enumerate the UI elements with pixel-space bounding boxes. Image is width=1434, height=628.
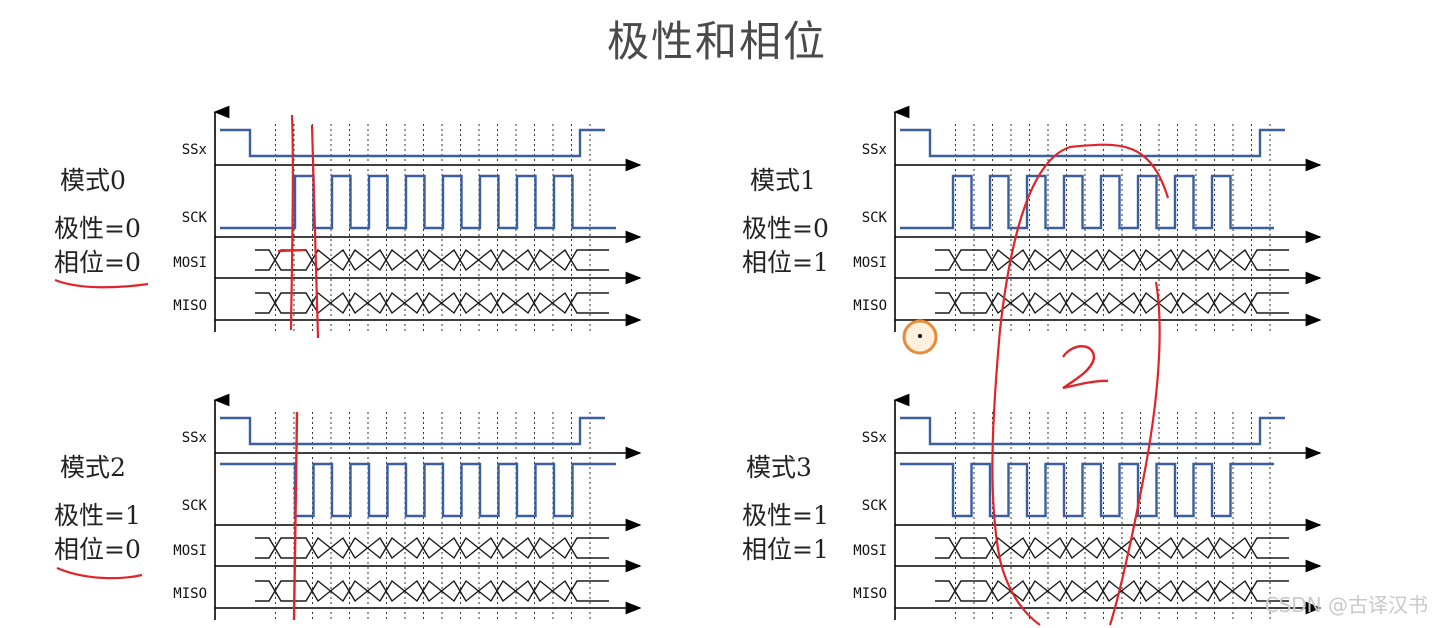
watermark-text: CSDN @古译汉书 (1264, 593, 1428, 617)
mode1-name: 模式1 (750, 166, 816, 195)
mode2-polarity: 极性=1 (54, 501, 141, 530)
phase-loop-right (1108, 281, 1161, 626)
mode1-miso-trace-lower (935, 291, 1289, 315)
timing-panels: SSxSCKMOSIMISOSSxSCKMOSIMISOSSxSCKMOSIMI… (173, 105, 1322, 620)
mode1-sck-trace (900, 174, 1274, 230)
mode0-signal-label-sck: SCK (182, 210, 208, 226)
mode2-name: 模式2 (60, 453, 126, 482)
mode1-signal-label-miso: MISO (853, 298, 887, 314)
mode2-underline (56, 566, 143, 580)
mode0-label-group: 模式0 极性=0 相位=0 (54, 164, 141, 280)
mode2-mosi-trace-lower (255, 536, 609, 560)
mode2-signal-label-ssx: SSx (182, 430, 207, 446)
mode0-vertical-mark-2 (310, 124, 320, 339)
mode2-signal-label-mosi: MOSI (173, 543, 207, 559)
mode2-short-tick (292, 487, 298, 491)
mode3-sck-trace (900, 462, 1274, 518)
mode0-signal-label-mosi: MOSI (173, 255, 207, 271)
mode0-sck-trace (220, 174, 616, 230)
handwritten-annotations (54, 114, 1170, 626)
mode3-polarity: 极性=1 (742, 501, 829, 530)
mode0-phase: 相位=0 (54, 248, 141, 277)
mode3-ssx-trace (900, 416, 1285, 446)
mode1-polarity: 极性=0 (742, 214, 829, 243)
mode1-signal-label-ssx: SSx (862, 142, 887, 158)
mode2-signal-label-sck: SCK (182, 498, 208, 514)
mode1-signal-label-mosi: MOSI (853, 255, 887, 271)
cursor-dot (918, 334, 922, 338)
mode0-mosi-trace-lower (255, 248, 609, 272)
mode2-vertical-mark (292, 411, 299, 621)
mode0-signal-label-miso: MISO (173, 298, 207, 314)
mode2-phase: 相位=0 (54, 535, 141, 564)
mode1-ssx-trace (900, 128, 1285, 158)
mode3-phase: 相位=1 (742, 535, 829, 564)
mode3-name: 模式3 (746, 453, 812, 482)
mode0-polarity: 极性=0 (54, 214, 141, 243)
mode0-signal-label-ssx: SSx (182, 142, 207, 158)
mode2-ssx-trace (220, 416, 605, 446)
page-title: 极性和相位 (606, 17, 827, 66)
mode1-phase: 相位=1 (742, 248, 829, 277)
mode3-signal-label-ssx: SSx (862, 430, 887, 446)
mode2-signal-label-miso: MISO (173, 586, 207, 602)
mode0-underline (54, 278, 149, 289)
mode2-miso-trace-lower (255, 579, 609, 603)
mode0-vertical-mark-1 (289, 114, 294, 331)
mode3-label-group: 模式3 极性=1 相位=1 (742, 451, 829, 567)
mode2-sck-trace (220, 462, 616, 518)
phase-loop-left (991, 143, 1170, 626)
mode1-label-group: 模式1 极性=0 相位=1 (742, 164, 829, 280)
handwritten-number-2 (1061, 345, 1109, 390)
mode3-miso-trace-lower (935, 579, 1289, 603)
mode1-signal-label-sck: SCK (862, 210, 888, 226)
mode0-ssx-trace (220, 128, 605, 158)
mode3-mosi-trace-lower (935, 536, 1289, 560)
mode0-name: 模式0 (60, 166, 126, 195)
mode2-label-group: 模式2 极性=1 相位=0 (54, 451, 141, 567)
mode3-signal-label-miso: MISO (853, 586, 887, 602)
mode1-mosi-trace-lower (935, 248, 1289, 272)
mode3-signal-label-sck: SCK (862, 498, 888, 514)
mode0-short-tick (277, 248, 306, 253)
mode0-miso-trace-lower (255, 291, 609, 315)
mode3-signal-label-mosi: MOSI (853, 543, 887, 559)
